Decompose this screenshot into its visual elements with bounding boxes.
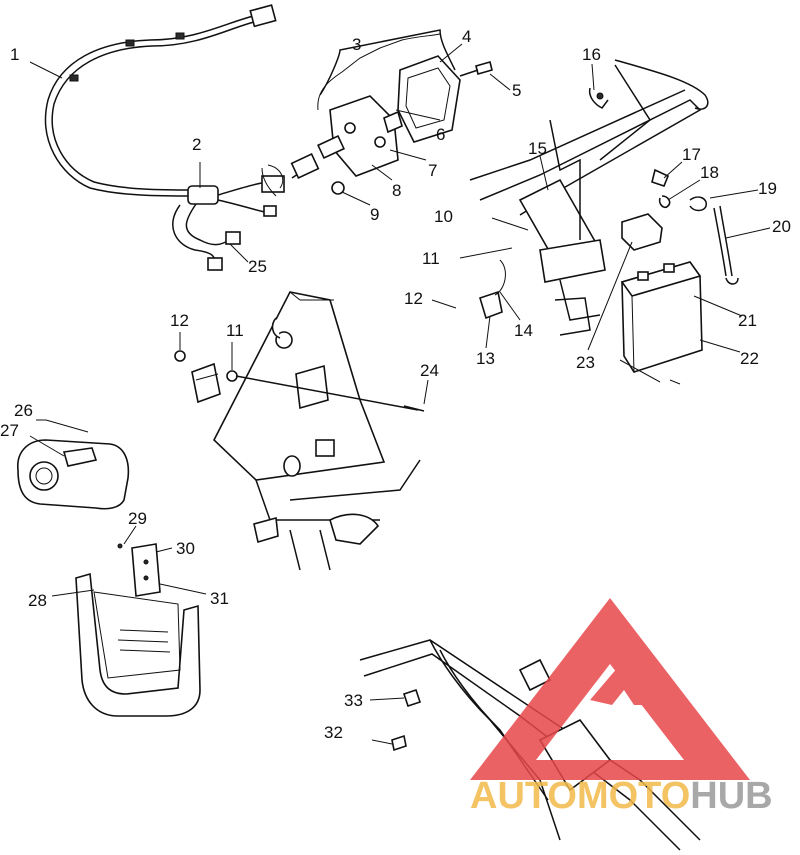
watermark-text-hub: HUB <box>690 775 772 817</box>
callout-2: 2 <box>192 135 201 154</box>
callout-22: 22 <box>740 349 759 368</box>
callout-13: 13 <box>476 349 495 368</box>
callout-31: 31 <box>210 589 229 608</box>
mud-guard <box>75 543 201 717</box>
callout-33: 33 <box>344 691 363 710</box>
callout-11-right: 11 <box>422 249 440 268</box>
ignition-housing <box>17 419 130 510</box>
callout-10: 10 <box>434 207 453 226</box>
callout-12-right: 12 <box>404 289 423 308</box>
callout-26: 26 <box>14 401 33 420</box>
callout-18: 18 <box>700 163 719 182</box>
callout-24: 24 <box>420 361 439 380</box>
svg-text:AUTOMOTOHUB: AUTOMOTOHUB <box>470 775 773 817</box>
callout-32: 32 <box>324 723 343 742</box>
callout-15: 15 <box>528 139 547 158</box>
callout-20: 20 <box>772 217 791 236</box>
callout-5: 5 <box>512 81 521 100</box>
callout-27: 27 <box>0 421 19 440</box>
callout-16: 16 <box>582 45 601 64</box>
callout-14: 14 <box>514 321 533 340</box>
battery-area <box>619 168 739 385</box>
callout-8: 8 <box>392 181 401 200</box>
callout-labels: 1 2 3 4 5 6 7 8 9 10 11 11 12 12 13 14 1… <box>0 27 791 742</box>
leader-lines <box>29 33 771 701</box>
callout-29: 29 <box>128 509 147 528</box>
callout-25: 25 <box>248 257 267 276</box>
callout-12-left: 12 <box>170 311 189 330</box>
watermark-text-automoto: AUTOMOTO <box>470 775 690 817</box>
callout-6: 6 <box>436 125 445 144</box>
tail-light-assembly <box>290 29 493 195</box>
callout-30: 30 <box>176 539 195 558</box>
wiring-harness <box>44 4 319 271</box>
mounting-plate <box>174 291 425 571</box>
callout-21: 21 <box>738 311 757 330</box>
callout-7: 7 <box>428 161 437 180</box>
callout-1: 1 <box>10 45 19 64</box>
callout-11-left: 11 <box>226 321 244 340</box>
watermark-triangle-mark <box>470 598 750 780</box>
callout-9: 9 <box>370 205 379 224</box>
callout-3: 3 <box>352 35 361 54</box>
callout-23: 23 <box>576 353 595 372</box>
callout-28: 28 <box>28 591 47 610</box>
callout-19: 19 <box>758 179 777 198</box>
callout-17: 17 <box>682 145 701 164</box>
frame-right <box>469 59 709 336</box>
callout-4: 4 <box>462 27 471 46</box>
watermark-logo: AUTOMOTOHUB <box>470 598 773 817</box>
